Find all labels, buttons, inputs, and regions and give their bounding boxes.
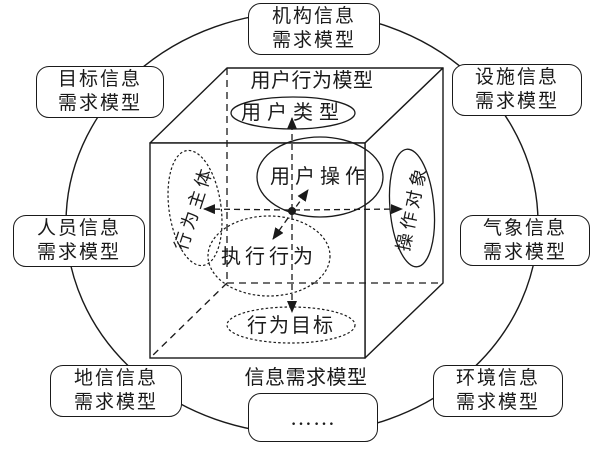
node-org-info: 机构信息 需求模型 [248, 3, 380, 55]
cube-hidden-edge-diagonal [149, 282, 228, 359]
node-facility-info-line2: 需求模型 [474, 91, 559, 112]
node-env-info: 环境信息 需求模型 [433, 365, 563, 417]
cube-bottom-label: 信息需求模型 [244, 367, 368, 389]
node-org-info-line1: 机构信息 [271, 6, 356, 27]
user-operation-ellipse [256, 136, 384, 218]
user-operation-label: 用户操作 [270, 166, 370, 188]
behavior-goal-label: 行为目标 [247, 315, 335, 337]
center-dot [288, 207, 296, 215]
node-geo-info: 地信信息 需求模型 [50, 365, 182, 417]
node-meteo-info-line1: 气象信息 [482, 217, 567, 239]
node-goal-info-line1: 目标信息 [57, 69, 142, 90]
node-meteo-info: 气象信息 需求模型 [460, 215, 590, 266]
user-type-ellipse [230, 96, 356, 130]
node-facility-info-line1: 设施信息 [474, 67, 559, 88]
node-facility-info: 设施信息 需求模型 [452, 64, 582, 116]
operation-object-ellipse [388, 148, 436, 268]
node-env-info-line2: 需求模型 [455, 392, 540, 413]
node-geo-info-line1: 地信信息 [73, 368, 158, 389]
behavior-subject-ellipse [167, 149, 223, 267]
node-goal-info-line2: 需求模型 [57, 93, 142, 114]
node-more-ellipsis-label: …… [290, 404, 336, 430]
node-org-info-line2: 需求模型 [271, 30, 356, 51]
cube-top-face-label: 用户行为模型 [250, 70, 374, 92]
node-more-ellipsis: …… [248, 393, 378, 442]
node-personnel-info-line2: 需求模型 [36, 242, 121, 263]
user-type-label: 用户类型 [241, 102, 345, 124]
node-geo-info-line2: 需求模型 [73, 392, 158, 413]
arrow-to-operation-object [293, 204, 403, 215]
node-personnel-info: 人员信息 需求模型 [13, 215, 145, 267]
execute-behavior-ellipse [207, 215, 331, 297]
node-personnel-info-line1: 人员信息 [36, 218, 121, 239]
execute-behavior-label: 执行行为 [221, 246, 317, 268]
node-env-info-line1: 环境信息 [455, 368, 540, 389]
node-goal-info: 目标信息 需求模型 [36, 66, 164, 118]
node-meteo-info-line2: 需求模型 [482, 241, 567, 263]
